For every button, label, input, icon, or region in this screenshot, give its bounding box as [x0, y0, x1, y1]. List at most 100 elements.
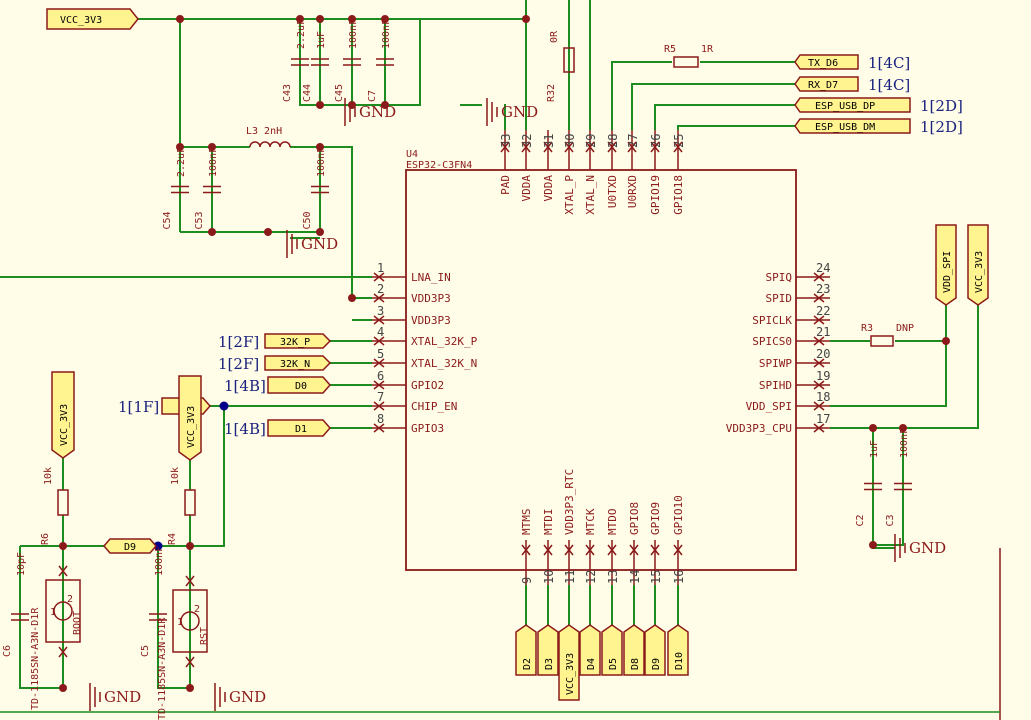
pin-name: XTAL_N — [584, 175, 597, 215]
pin-name: XTAL_32K_P — [411, 335, 478, 348]
switch-label: BOOT — [72, 611, 83, 635]
pin-number: 32 — [520, 134, 534, 148]
pin-number: 1 — [377, 261, 384, 275]
pin-number: 27 — [626, 134, 640, 148]
pin-name: GPIO9 — [649, 502, 662, 535]
res-value: 0R — [549, 30, 560, 43]
cap-value: 100nF — [348, 19, 359, 49]
port-d9 — [103, 538, 157, 554]
port-usb-dp — [794, 97, 911, 113]
res-ref: R3 — [861, 323, 873, 334]
offsheet-d0: 1[4B] — [224, 377, 266, 395]
pin-name: SPICS0 — [752, 335, 792, 348]
cap-value: 100nF — [899, 428, 910, 458]
port-bottom-label: D3 — [544, 658, 555, 670]
pin-name: MTCK — [584, 508, 597, 535]
pin-name: VDD3P3 — [411, 314, 451, 327]
port-bottom-2: VCC_3V3 — [558, 624, 580, 701]
pin-number: 21 — [816, 325, 830, 339]
port-vcc-left — [51, 371, 75, 459]
cap-ref: C7 — [367, 90, 378, 102]
resistor-r3: R3 DNP — [861, 323, 914, 347]
pin-name: VDDA — [520, 175, 533, 202]
pin-number: 7 — [377, 390, 384, 404]
pin-name: MTMS — [520, 509, 533, 536]
switch-part: TD-1185SN-A3N-D1R — [157, 617, 168, 720]
pin-number: 2 — [377, 282, 384, 296]
res-value: DNP — [896, 323, 914, 334]
pin-name: SPIQ — [766, 271, 793, 284]
svg-text:2: 2 — [194, 604, 200, 615]
cap-ref: C53 — [194, 211, 205, 229]
cap-ref: C2 — [855, 514, 866, 526]
pin-number: 8 — [377, 412, 384, 426]
pin-name: VDD3P3_RTC — [563, 469, 576, 535]
svg-text:1: 1 — [50, 607, 56, 618]
pin-name: SPIHD — [759, 379, 792, 392]
cap-ref: C6 — [2, 645, 13, 657]
pin-number: 30 — [563, 134, 577, 148]
chip-pins: 1LNA_IN2VDD3P33VDD3P34XTAL_32K_P5XTAL_32… — [372, 130, 830, 585]
pin-number: 6 — [377, 369, 384, 383]
offsheet-32k-p: 1[2F] — [218, 333, 259, 351]
res-value: 1R — [701, 44, 714, 55]
pin-name: GPIO10 — [672, 495, 685, 535]
pin-number: 20 — [816, 347, 830, 361]
port-vcc-top — [46, 8, 139, 30]
gnd-label: GND — [104, 688, 141, 706]
pin-number: 16 — [672, 570, 686, 584]
gnd-symbol: GND — [214, 683, 266, 711]
cap-ref: C50 — [302, 211, 313, 229]
pin-number: 28 — [606, 134, 620, 148]
pin-name: VDD_SPI — [746, 400, 792, 413]
pin-name: U0RXD — [626, 175, 639, 208]
gnd-label: GND — [359, 103, 396, 121]
port-usb-dp-label: ESP_USB_DP — [815, 101, 875, 112]
pin-name: GPIO18 — [672, 175, 685, 215]
port-rx — [794, 76, 859, 92]
pin-bottom-16: 16 GPIO10 — [672, 495, 686, 585]
gnd-label: GND — [909, 539, 946, 557]
pin-name: U0TXD — [606, 175, 619, 208]
switch-label: RST — [199, 627, 210, 645]
cap-value: 1uF — [316, 31, 327, 49]
offsheet-en: 1[1F] — [118, 398, 159, 416]
pin-number: 4 — [377, 325, 384, 339]
port-vdd-spi-label: VDD_SPI — [942, 251, 953, 293]
passive-components: C432.2uFC441uFC45100nFC7100nFC542.2uFC53… — [2, 19, 914, 720]
cap-value: 10pF — [16, 552, 27, 576]
pin-number: 15 — [649, 570, 663, 584]
port-bottom-5: D8 — [623, 624, 645, 676]
port-tx — [794, 54, 859, 70]
pin-name: GPIO3 — [411, 422, 444, 435]
port-vcc-right — [967, 224, 989, 306]
gnd-symbol: GND — [894, 534, 946, 562]
svg-text:2: 2 — [67, 594, 73, 605]
gnd-label: GND — [501, 103, 538, 121]
res-ref: R6 — [40, 533, 51, 545]
offsheet-tx: 1[4C] — [868, 54, 910, 72]
pin-name: MTDO — [606, 509, 619, 536]
pin-bottom-15: 15 GPIO9 — [649, 502, 663, 585]
pin-name: VDD3P3_CPU — [726, 422, 792, 435]
